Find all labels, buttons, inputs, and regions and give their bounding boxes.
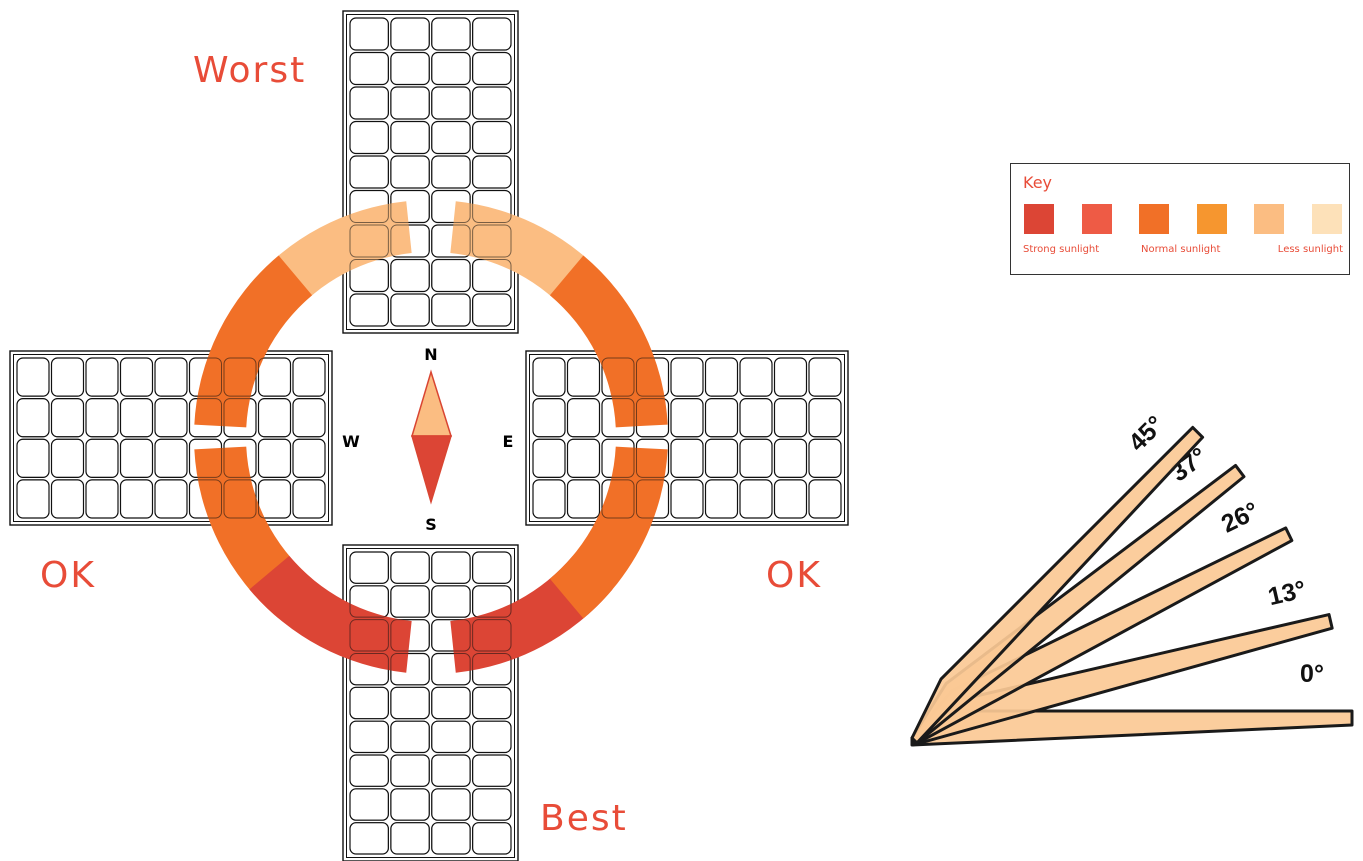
tilt-label-13: 13° [1265,575,1308,611]
compass-north-needle [412,372,451,436]
solar-panel-west [10,351,332,525]
key-swatch [1312,204,1342,234]
compass-s-label: S [425,515,437,534]
key-legend: Key Strong sunlight Normal sunlight Less… [1010,163,1350,275]
key-swatch [1197,204,1227,234]
solar-panel-north [343,11,518,333]
panel-frame [10,351,332,525]
key-swatch [1139,204,1169,234]
compass-south-needle [412,436,451,502]
key-swatch [1024,204,1054,234]
rating-north: Worst [193,50,306,91]
key-swatch [1254,204,1284,234]
tilt-board-37 [912,465,1244,743]
rating-west: OK [40,555,96,596]
tilt-label-0: 0° [1300,660,1324,688]
compass-w-label: W [342,432,360,451]
rating-south: Best [540,798,628,839]
solar-panel-south [343,545,518,861]
tilt-angle-diagram: 0°13°26°37°45° [912,410,1352,745]
panel-frame [343,11,518,333]
panel-frame [526,351,848,525]
key-title: Key [1023,173,1052,192]
rating-east: OK [766,555,822,596]
tilt-label-26: 26° [1217,497,1263,539]
panel-frame [343,545,518,861]
key-label-normal: Normal sunlight [1141,244,1220,255]
tilt-label-45: 45° [1123,410,1170,457]
key-swatch [1082,204,1112,234]
solar-panel-east [526,351,848,525]
compass: N S W E [342,345,513,534]
key-label-less: Less sunlight [1278,244,1343,255]
key-label-strong: Strong sunlight [1023,244,1099,255]
compass-n-label: N [424,345,437,364]
compass-e-label: E [503,432,514,451]
